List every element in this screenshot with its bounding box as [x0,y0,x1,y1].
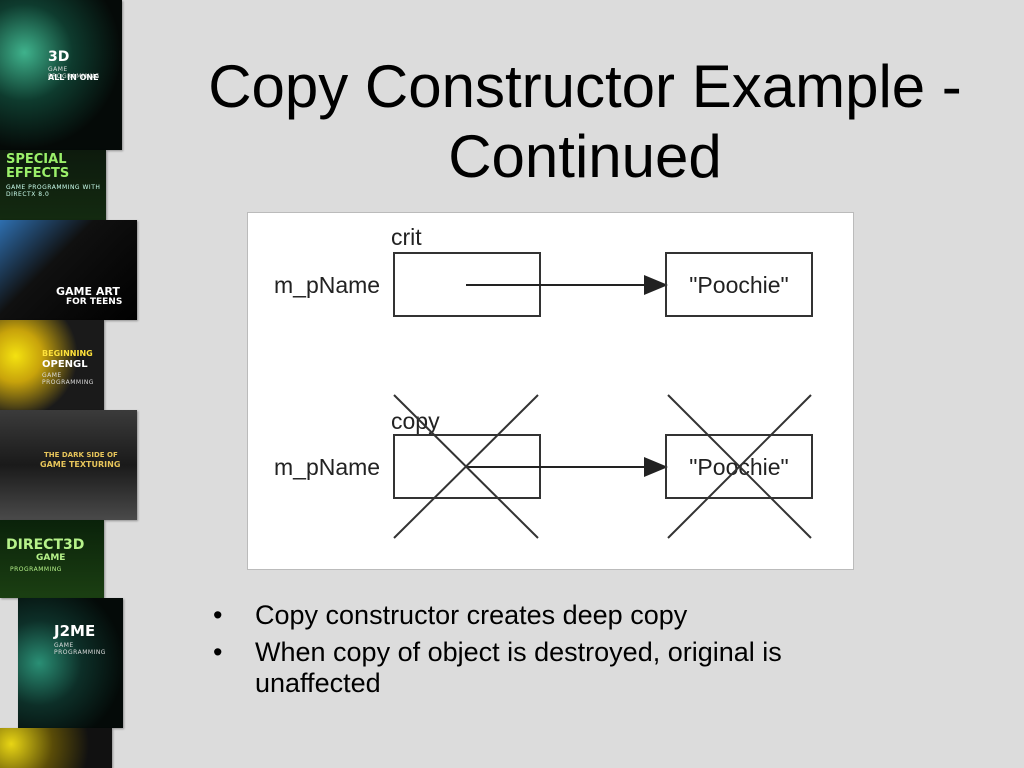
bullet-item: • When copy of object is destroyed, orig… [213,637,853,699]
book-subtitle: GAME PROGRAMMING [54,642,106,656]
top-object-label: crit [391,224,422,250]
diagram-canvas: crit m_pName "Poochie" copy m_pName "Poo… [274,224,813,539]
book-title-line2: OPENGL [42,359,88,370]
book-title-line2: GAME [36,553,66,563]
top-string-value: "Poochie" [689,272,788,298]
book-title-line2: EFFECTS [6,166,70,181]
book-cover-bottom [0,728,112,768]
bottom-object-label: copy [391,408,440,434]
book-subtitle: GAME PROGRAMMING WITH DIRECTX 8.0 [6,184,101,198]
book-cover-dark-side-of-game-texturing: THE DARK SIDE OF GAME TEXTURING [0,410,137,520]
book-title-line1: 3D [48,49,70,65]
book-title-line1: GAME ART [56,285,120,298]
book-subtitle: GAME PROGRAMMING [42,372,94,386]
book-title-line1: THE DARK SIDE OF [44,451,118,459]
book-cover-beginning-opengl: BEGINNING OPENGL GAME PROGRAMMING [0,320,104,410]
bottom-string-box [665,434,813,499]
book-title-line1: J2ME [54,622,96,640]
bullet-list: • Copy constructor creates deep copy • W… [213,600,853,705]
book-title-line2: ALL IN ONE [48,73,99,82]
top-string-box [665,252,813,317]
book-title-line1: BEGINNING [42,349,93,358]
bottom-field-label: m_pName [274,454,380,480]
book-cover-game-art-for-teens: GAME ART FOR TEENS [0,220,137,320]
book-subtitle: PROGRAMMING [10,566,62,573]
bullet-text: Copy constructor creates deep copy [255,600,688,630]
pointer-diagram: crit m_pName "Poochie" copy m_pName "Poo… [247,212,854,570]
bullet-marker: • [213,600,223,630]
book-title-line1: DIRECT3D [6,537,85,553]
book-cover-special-effects: SPECIAL EFFECTS GAME PROGRAMMING WITH DI… [0,150,106,220]
book-title-line1: SPECIAL [6,152,67,167]
book-subtitle: GAME PROGRAMMING [48,66,100,80]
copy-cross-mark [393,394,539,539]
bullet-item: • Copy constructor creates deep copy [213,600,853,631]
top-field-label: m_pName [274,272,380,298]
slide-title: Copy Constructor Example - Continued [208,53,962,190]
book-cover-3d-all-in-one: 3D GAME PROGRAMMING ALL IN ONE [0,0,122,150]
book-cover-j2me-game-programming: J2ME GAME PROGRAMMING [18,598,123,728]
bullet-text: When copy of object is destroyed, origin… [255,637,782,698]
book-title-line2: GAME TEXTURING [40,460,121,469]
bullet-marker: • [213,637,223,667]
book-title-line2: FOR TEENS [66,297,123,307]
book-cover-direct3d-game-programming: DIRECT3D GAME PROGRAMMING [0,520,104,598]
string-cross-mark [667,394,812,539]
